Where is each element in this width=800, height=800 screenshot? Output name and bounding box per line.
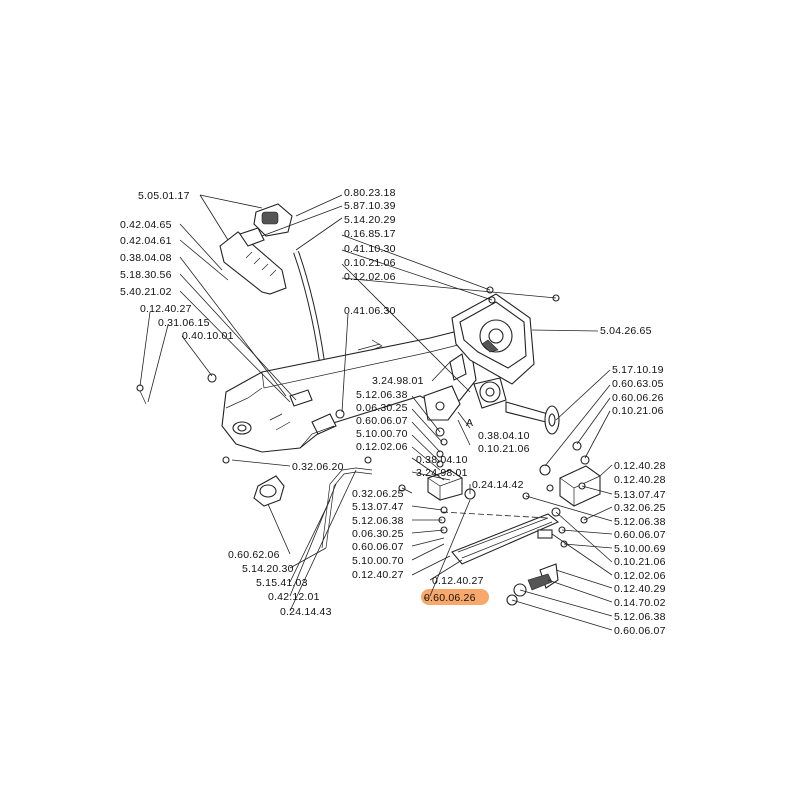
label-view-a: A: [466, 417, 473, 429]
label-0-32-06-25-right[interactable]: 0.32.06.25: [614, 502, 666, 514]
label-0-42-12-01[interactable]: 0.42.12.01: [268, 591, 320, 603]
label-0-41-10-30[interactable]: 0.41.10.30: [344, 243, 396, 255]
label-0-12-40-28[interactable]: 0.12.40.28: [614, 460, 666, 472]
label-0-12-02-06[interactable]: 0.12.02.06: [344, 271, 396, 283]
label-0-60-06-07-right[interactable]: 0.60.06.07: [614, 529, 666, 541]
label-0-10-21-06-bottom[interactable]: 0.10.21.06: [614, 556, 666, 568]
label-5-04-26-65[interactable]: 5.04.26.65: [600, 325, 652, 337]
label-0-06-30-25-top[interactable]: 0.06.30.25: [356, 402, 408, 414]
label-5-13-07-47-right[interactable]: 5.13.07.47: [614, 489, 666, 501]
label-0-60-06-07-bottom[interactable]: 0.60.06.07: [614, 625, 666, 637]
label-0-60-63-05[interactable]: 0.60.63.05: [612, 378, 664, 390]
label-0-24-14-43[interactable]: 0.24.14.43: [280, 606, 332, 618]
label-5-14-20-30[interactable]: 5.14.20.30: [242, 563, 294, 575]
label-5-14-20-29[interactable]: 5.14.20.29: [344, 214, 396, 226]
label-0-10-21-06-right[interactable]: 0.10.21.06: [612, 405, 664, 417]
label-0-38-04-08[interactable]: 0.38.04.08: [120, 252, 172, 264]
label-0-60-06-26-top[interactable]: 0.60.06.26: [612, 392, 664, 404]
label-5-12-06-38-left[interactable]: 5.12.06.38: [352, 515, 404, 527]
label-0-14-70-02[interactable]: 0.14.70.02: [614, 597, 666, 609]
label-0-16-85-17[interactable]: 0.16.85.17: [344, 228, 396, 240]
label-0-42-04-65[interactable]: 0.42.04.65: [120, 219, 172, 231]
label-0-80-23-18[interactable]: 0.80.23.18: [344, 187, 396, 199]
trigger-switch: [239, 203, 293, 247]
label-5-10-00-70-top[interactable]: 5.10.00.70: [356, 428, 408, 440]
label-0-06-30-25-left[interactable]: 0.06.30.25: [352, 528, 404, 540]
label-3-24-98-01-mid[interactable]: 3.24.98.01: [416, 467, 468, 479]
wheel-housing: [451, 293, 535, 409]
label-0-12-02-06-bottom[interactable]: 0.12.02.06: [614, 570, 666, 582]
label-0-60-06-07-top[interactable]: 0.60.06.07: [356, 415, 408, 427]
label-5-12-06-38-top[interactable]: 5.12.06.38: [356, 389, 408, 401]
label-0-38-04-10-a[interactable]: 0.38.04.10: [478, 430, 530, 442]
label-5-15-41-03[interactable]: 5.15.41.03: [256, 577, 308, 589]
label-0-42-04-61[interactable]: 0.42.04.61: [120, 235, 172, 247]
label-0-12-40-28-b[interactable]: 0.12.40.28: [614, 474, 666, 486]
lower-blade-guard: [451, 507, 568, 565]
label-5-05-01-17[interactable]: 5.05.01.17: [138, 190, 190, 202]
label-0-10-21-06[interactable]: 0.10.21.06: [344, 257, 396, 269]
label-5-10-00-69[interactable]: 5.10.00.69: [614, 543, 666, 555]
label-0-10-21-06-mid[interactable]: 0.10.21.06: [478, 443, 530, 455]
label-0-24-14-42[interactable]: 0.24.14.42: [472, 479, 524, 491]
label-5-18-30-56[interactable]: 5.18.30.56: [120, 269, 172, 281]
label-5-12-06-38-right[interactable]: 5.12.06.38: [614, 516, 666, 528]
leader-lines: [139, 194, 613, 631]
label-3-24-98-01-top[interactable]: 3.24.98.01: [372, 375, 424, 387]
label-0-31-06-15[interactable]: 0.31.06.15: [158, 317, 210, 329]
label-0-12-02-06-mid[interactable]: 0.12.02.06: [356, 441, 408, 453]
label-0-32-06-20[interactable]: 0.32.06.20: [292, 461, 344, 473]
label-0-40-10-01[interactable]: 0.40.10.01: [182, 330, 234, 342]
label-0-38-04-10-b[interactable]: 0.38.04.10: [416, 454, 468, 466]
label-5-13-07-47-left[interactable]: 5.13.07.47: [352, 501, 404, 513]
left-guide-block: [427, 469, 476, 534]
label-5-17-10-19[interactable]: 5.17.10.19: [612, 364, 664, 376]
blade-guide-bracket: [423, 353, 467, 421]
label-0-60-06-26-selected[interactable]: 0.60.06.26: [424, 592, 476, 604]
label-5-12-06-38-bottom[interactable]: 5.12.06.38: [614, 611, 666, 623]
selected-part-highlight: [421, 589, 489, 605]
label-0-12-40-27[interactable]: 0.12.40.27: [140, 303, 192, 315]
label-5-87-10-39[interactable]: 5.87.10.39: [344, 200, 396, 212]
right-guide-block: [539, 441, 601, 507]
label-0-32-06-25-left[interactable]: 0.32.06.25: [352, 488, 404, 500]
saw-frame: [221, 329, 477, 453]
locking-lever: [506, 563, 559, 606]
label-0-12-40-27-bottom[interactable]: 0.12.40.27: [432, 575, 484, 587]
idler-wheel: [253, 475, 285, 507]
label-5-10-00-70-left[interactable]: 5.10.00.70: [352, 555, 404, 567]
part-labels: 5.05.01.17 0.80.23.18 5.87.10.39 5.14.20…: [120, 187, 666, 637]
label-0-41-06-30[interactable]: 0.41.06.30: [344, 305, 396, 317]
label-0-60-06-07-left[interactable]: 0.60.06.07: [352, 541, 404, 553]
label-0-60-62-06[interactable]: 0.60.62.06: [228, 549, 280, 561]
drive-spindle: [505, 401, 560, 435]
label-0-12-40-27-left[interactable]: 0.12.40.27: [352, 569, 404, 581]
label-0-12-40-29[interactable]: 0.12.40.29: [614, 583, 666, 595]
label-5-40-21-02[interactable]: 5.40.21.02: [120, 286, 172, 298]
